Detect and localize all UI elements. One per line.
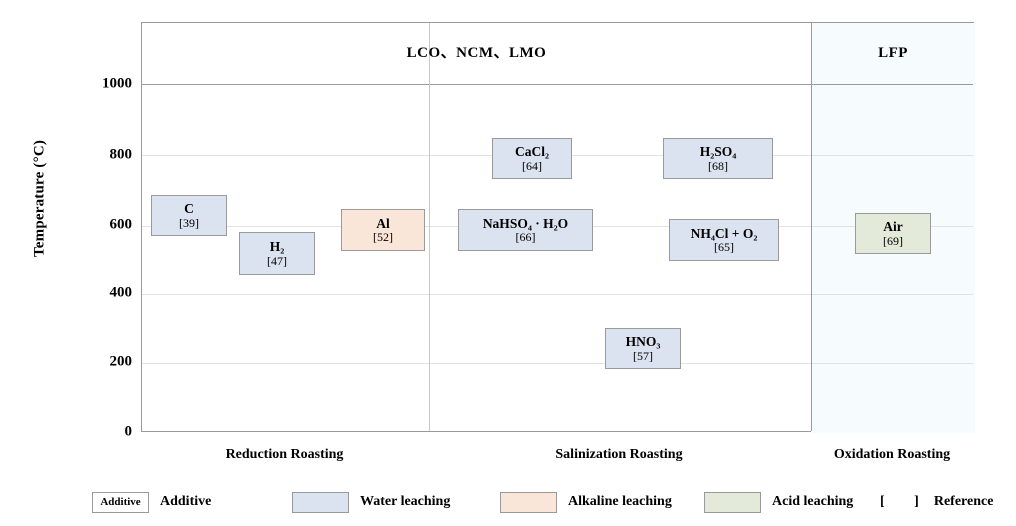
y-tick-800: 800 [109, 146, 133, 163]
legend-item-reference[interactable]: [ ] Reference [880, 488, 993, 516]
legend-label-additive: Additive [160, 494, 212, 509]
data-box-c[interactable]: C [39] [151, 195, 227, 236]
data-box-h2so4-label: H₂SO₄ [699, 144, 737, 159]
legend-label-acid-leaching: Acid leaching [772, 494, 854, 509]
data-box-air[interactable]: Air [69] [855, 213, 931, 254]
legend-swatch-acid-leaching [704, 491, 761, 513]
y-tick-400: 400 [109, 284, 133, 301]
data-box-c-label: C [184, 201, 194, 216]
data-box-cacl2-label: CaCl₂ [514, 144, 550, 159]
data-box-nahso4-h2o[interactable]: NaHSO₄ · H₂O [66] [458, 209, 593, 251]
legend-item-alkaline-leaching[interactable]: Alkaline leaching [500, 488, 672, 516]
data-box-al-label: Al [376, 215, 390, 231]
data-box-nh4cl-o2-ref: [65] [714, 240, 734, 255]
legend-item-acid-leaching[interactable]: Acid leaching [704, 488, 853, 516]
plot-area: LCO、NCM、LMO LFP C [39] H₂ [47] Al [52] N… [141, 22, 975, 433]
data-box-hno3-label: HNO₃ [625, 334, 661, 349]
data-box-hno3-ref: [57] [633, 348, 653, 363]
y-axis-title: Temperature (°C) [31, 139, 48, 258]
y-tick-600: 600 [109, 216, 133, 233]
data-box-cacl2[interactable]: CaCl₂ [64] [492, 138, 572, 179]
x-category-salinization-roasting: Salinization Roasting [555, 447, 683, 462]
data-box-nahso4-h2o-label: NaHSO₄ · H₂O [482, 215, 569, 231]
legend-label-reference: Reference [933, 494, 994, 509]
y-tick-200: 200 [109, 353, 133, 370]
data-box-al-ref: [52] [373, 230, 393, 245]
data-box-h2so4[interactable]: H₂SO₄ [68] [663, 138, 773, 179]
legend-swatch-water-leaching [292, 491, 349, 513]
data-box-h2-label: H₂ [269, 239, 285, 254]
divider-salinization-oxidation [811, 23, 812, 431]
legend-label-water-leaching: Water leaching [360, 494, 451, 509]
group-header-lco-ncm-lmo: LCO、NCM、LMO [406, 45, 547, 61]
legend-swatch-additive: Additive [92, 491, 149, 513]
legend-reference-brackets: [ ] [880, 494, 932, 509]
gridline-400 [142, 294, 973, 295]
legend-swatch-alkaline-leaching [500, 491, 557, 513]
group-header-lfp: LFP [878, 45, 908, 61]
data-box-nahso4-h2o-ref: [66] [515, 230, 536, 245]
data-box-c-ref: [39] [179, 215, 199, 230]
data-box-air-ref: [69] [883, 233, 903, 248]
data-box-nh4cl-o2[interactable]: NH₄Cl + O₂ [65] [669, 219, 779, 261]
data-box-h2so4-ref: [68] [708, 158, 728, 173]
data-box-cacl2-ref: [64] [522, 158, 542, 173]
legend-item-additive[interactable]: Additive Additive [92, 488, 211, 516]
y-axis-ticks: 0 200 400 600 800 1000 [52, 0, 132, 526]
divider-reduction-salinization [429, 23, 430, 431]
data-box-hno3[interactable]: HNO₃ [57] [605, 328, 681, 369]
x-category-oxidation-roasting: Oxidation Roasting [833, 447, 951, 462]
data-box-h2[interactable]: H₂ [47] [239, 232, 315, 275]
gridline-200 [142, 363, 973, 364]
x-category-reduction-roasting: Reduction Roasting [225, 447, 344, 462]
legend-item-water-leaching[interactable]: Water leaching [292, 488, 450, 516]
y-tick-1000: 1000 [102, 75, 132, 92]
legend-label-alkaline-leaching: Alkaline leaching [568, 494, 672, 509]
gridline-1000 [142, 84, 973, 85]
data-box-h2-ref: [47] [267, 253, 287, 268]
data-box-al[interactable]: Al [52] [341, 209, 425, 251]
chart-legend: Additive Additive Water leaching Alkalin… [0, 488, 1016, 520]
data-box-nh4cl-o2-label: NH₄Cl + O₂ [690, 225, 758, 241]
data-box-air-label: Air [883, 219, 903, 234]
y-tick-0: 0 [124, 423, 133, 440]
